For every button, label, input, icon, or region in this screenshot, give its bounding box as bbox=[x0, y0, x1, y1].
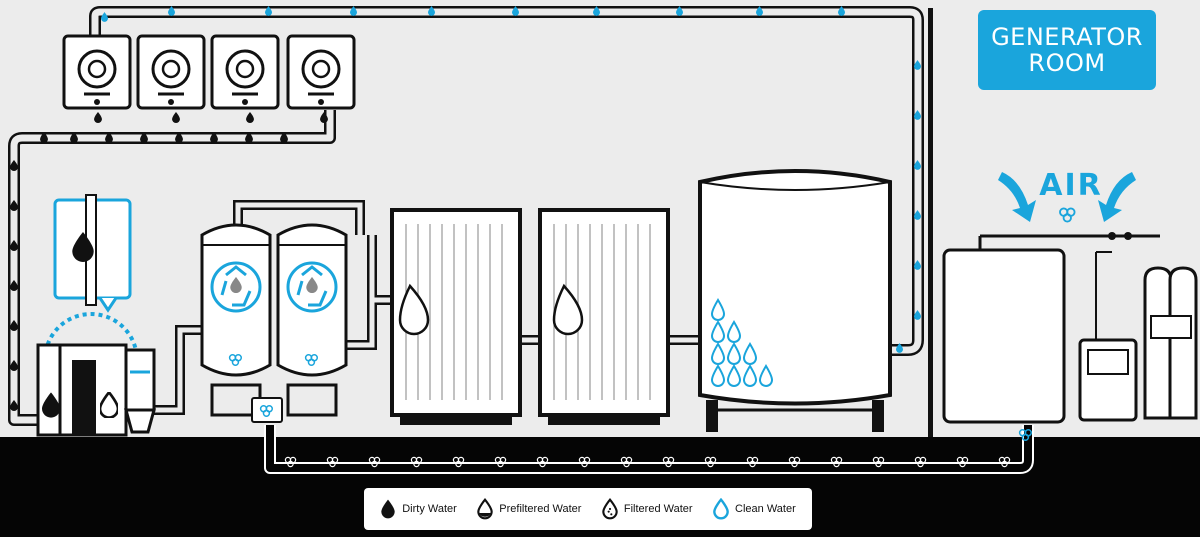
air-label: AIR bbox=[1039, 168, 1103, 203]
air-arrow-icon bbox=[998, 172, 1136, 223]
room-divider-wall bbox=[928, 8, 933, 437]
ozone-generator bbox=[942, 232, 1198, 442]
legend-filtered-label: Filtered Water bbox=[623, 503, 693, 515]
filtered-drop-icon bbox=[602, 498, 618, 520]
clean-water-tank bbox=[698, 169, 892, 432]
cooling-units bbox=[62, 34, 356, 110]
legend-clean-label: Clean Water bbox=[735, 503, 796, 515]
room-label-line1: GENERATOR bbox=[991, 23, 1143, 51]
generator-room-label: GENERATOR ROOM bbox=[978, 10, 1156, 90]
clean-drop-icon bbox=[713, 498, 729, 520]
intake-tanks bbox=[36, 343, 156, 437]
ozone-reactors bbox=[200, 223, 348, 423]
legend-clean: Clean Water bbox=[713, 498, 796, 520]
legend-dirty-label: Dirty Water bbox=[402, 503, 457, 515]
prefiltered-drop-icon bbox=[477, 498, 494, 520]
dirty-drop-icon bbox=[381, 499, 395, 519]
legend-prefiltered-label: Prefiltered Water bbox=[499, 503, 582, 515]
legend-dirty: Dirty Water bbox=[380, 498, 457, 520]
legend: Dirty Water Prefiltered Water Filtered W… bbox=[364, 488, 812, 530]
legend-prefiltered: Prefiltered Water bbox=[477, 498, 581, 520]
legend-filtered: Filtered Water bbox=[602, 498, 693, 520]
filter-columns bbox=[390, 208, 670, 425]
room-label-line2: ROOM bbox=[1028, 49, 1106, 77]
